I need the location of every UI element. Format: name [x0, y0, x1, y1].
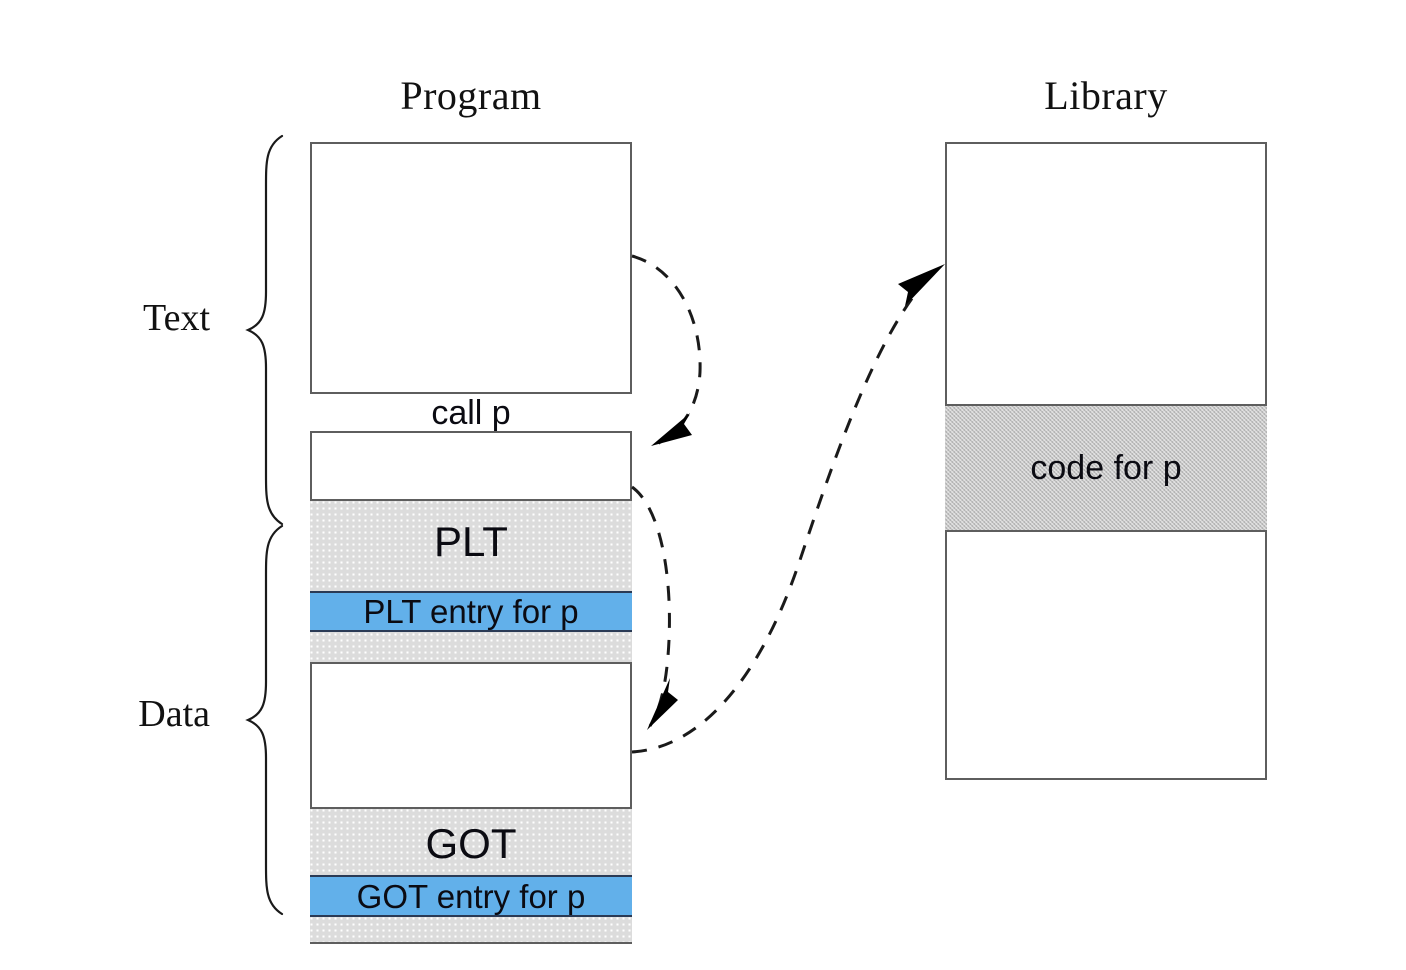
- program-block-got-label: GOT: [425, 820, 517, 867]
- data-segment-brace: [236, 524, 296, 921]
- program-block-plt-entry: PLT entry for p: [310, 591, 632, 632]
- program-block-call-p: call p: [310, 392, 632, 433]
- library-block-code-for-p: code for p: [945, 404, 1267, 532]
- data-segment-label: Data: [138, 693, 210, 735]
- arrow-got-entry-to-code-for-p: [631, 264, 945, 754]
- arrow-plt-entry-to-got-entry: [631, 485, 678, 730]
- arrow-call-p-to-plt-entry: [631, 254, 702, 449]
- program-memory-box: call p PLT PLT entry for p GOT GOT entry…: [310, 142, 632, 944]
- program-title: Program: [400, 73, 542, 118]
- library-title: Library: [1044, 73, 1168, 118]
- program-block-plt: PLT: [310, 499, 632, 664]
- program-block-got-entry: GOT entry for p: [310, 875, 632, 917]
- program-block-got-entry-label: GOT entry for p: [356, 877, 586, 915]
- text-segment-label: Text: [143, 297, 210, 339]
- text-segment-brace: [236, 134, 296, 531]
- program-block-plt-label: PLT: [434, 518, 508, 565]
- program-block-plt-entry-label: PLT entry for p: [363, 593, 579, 630]
- program-block-call-p-label: call p: [431, 393, 511, 432]
- library-block-code-for-p-label: code for p: [1030, 449, 1182, 487]
- library-memory-box: code for p: [945, 142, 1267, 780]
